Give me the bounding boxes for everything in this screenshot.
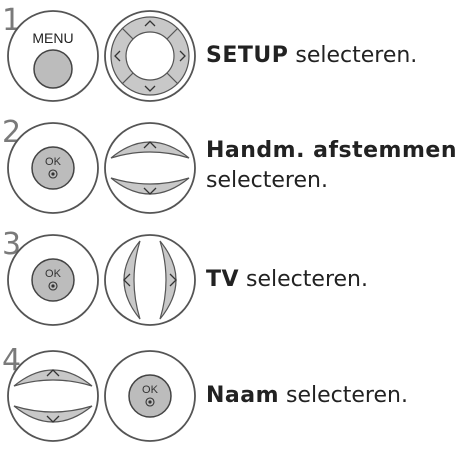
up-down-navigation-icon (7, 350, 99, 442)
step-3: 3 OK TV selecteren. (0, 224, 464, 336)
ok-button-icon: OK (7, 234, 99, 326)
four-way-navigation-icon (104, 10, 196, 102)
instruction-text: TV selecteren. (206, 265, 368, 295)
ok-label: OK (45, 268, 62, 280)
ok-button-icon: OK (104, 350, 196, 442)
step-1: 1 MENU SETUP selecteren. (0, 0, 464, 112)
step-2: 2 OK Handm. afstemmen selecteren. (0, 112, 464, 224)
menu-label: MENU (32, 30, 73, 46)
step-number: 1 (2, 3, 22, 38)
ok-label: OK (142, 384, 159, 396)
ok-button-icon: OK (7, 122, 99, 214)
instruction-rest: selecteren. (239, 267, 368, 292)
instruction-rest: selecteren. (288, 43, 418, 68)
instruction-keyword: Naam (206, 383, 280, 408)
instruction-keyword: Handm. afstemmen (206, 138, 457, 163)
step-number: 4 (2, 343, 22, 378)
instruction-text: Naam selecteren. (206, 381, 408, 411)
instruction-text: Handm. afstemmen selecteren. (206, 136, 457, 196)
step-number: 2 (2, 115, 22, 150)
instruction-keyword: SETUP (206, 43, 289, 68)
instruction-rest: selecteren. (206, 168, 328, 193)
up-down-navigation-icon (104, 122, 196, 214)
instruction-text: SETUP selecteren. (206, 41, 417, 71)
menu-button-icon: MENU (7, 10, 99, 102)
step-4: 4 OK Naam selecteren. (0, 336, 464, 448)
step-number: 3 (2, 227, 22, 262)
instruction-rest: selecteren. (279, 383, 408, 408)
instruction-keyword: TV (206, 267, 240, 292)
ok-label: OK (45, 156, 62, 168)
left-right-navigation-icon (104, 234, 196, 326)
